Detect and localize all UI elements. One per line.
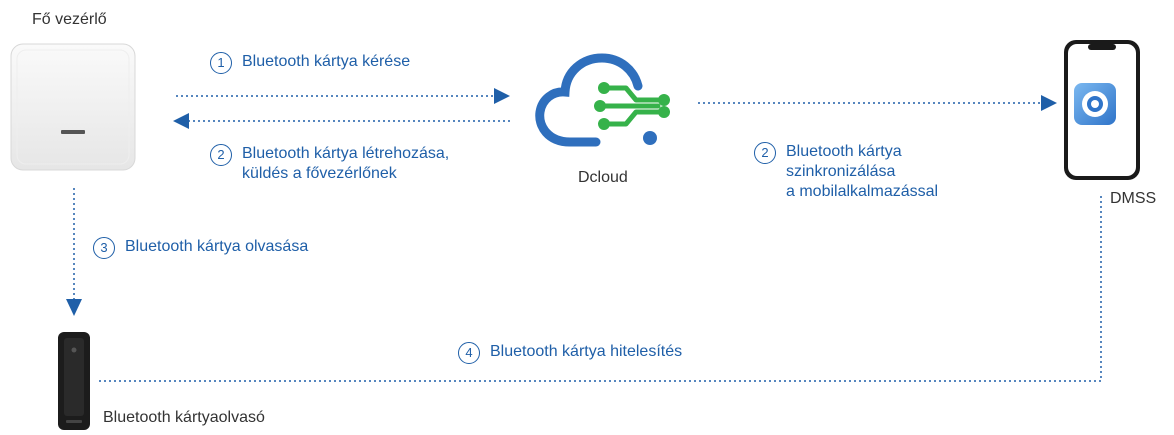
step-number: 3 bbox=[93, 237, 115, 259]
step-number: 1 bbox=[210, 52, 232, 74]
step-4-authenticate-card: 4 Bluetooth kártya hitelesítés bbox=[458, 342, 682, 364]
step-number: 2 bbox=[754, 142, 776, 164]
step-text: Bluetooth kártya kérése bbox=[242, 53, 411, 70]
arrow-head-right bbox=[494, 88, 510, 104]
arrow-head-right bbox=[1041, 95, 1057, 111]
dmss-app-icon bbox=[1073, 82, 1117, 126]
step-2-sync-to-mobile-app: 2 Bluetooth kártya szinkronizálása a mob… bbox=[754, 142, 938, 202]
card-reader-icon bbox=[56, 332, 92, 430]
dcloud-label: Dcloud bbox=[578, 169, 628, 186]
step-3-read-card: 3 Bluetooth kártya olvasása bbox=[93, 237, 308, 259]
step-number: 4 bbox=[458, 342, 480, 364]
main-controller-label: Fő vezérlő bbox=[32, 11, 107, 28]
step-1-request-card: 1 Bluetooth kártya kérése bbox=[210, 52, 410, 74]
step-text: Bluetooth kártya hitelesítés bbox=[490, 343, 683, 360]
dmss-label: DMSS bbox=[1110, 190, 1157, 207]
arrow-head-down bbox=[66, 299, 82, 316]
link-dmss-to-reader bbox=[96, 196, 1102, 382]
step-text: Bluetooth kártya olvasása bbox=[125, 238, 309, 255]
card-reader-label: Bluetooth kártyaolvasó bbox=[103, 409, 265, 426]
step-number: 2 bbox=[210, 144, 232, 166]
step-2-create-and-send-card: 2 Bluetooth kártya létrehozása, küldés a… bbox=[210, 144, 449, 184]
step-text: Bluetooth kártya szinkronizálása a mobil… bbox=[786, 143, 939, 200]
step-text: Bluetooth kártya létrehozása, küldés a f… bbox=[242, 145, 450, 182]
cloud-icon bbox=[530, 50, 686, 154]
controller-device-icon bbox=[9, 42, 137, 172]
arrow-head-left bbox=[173, 113, 189, 129]
